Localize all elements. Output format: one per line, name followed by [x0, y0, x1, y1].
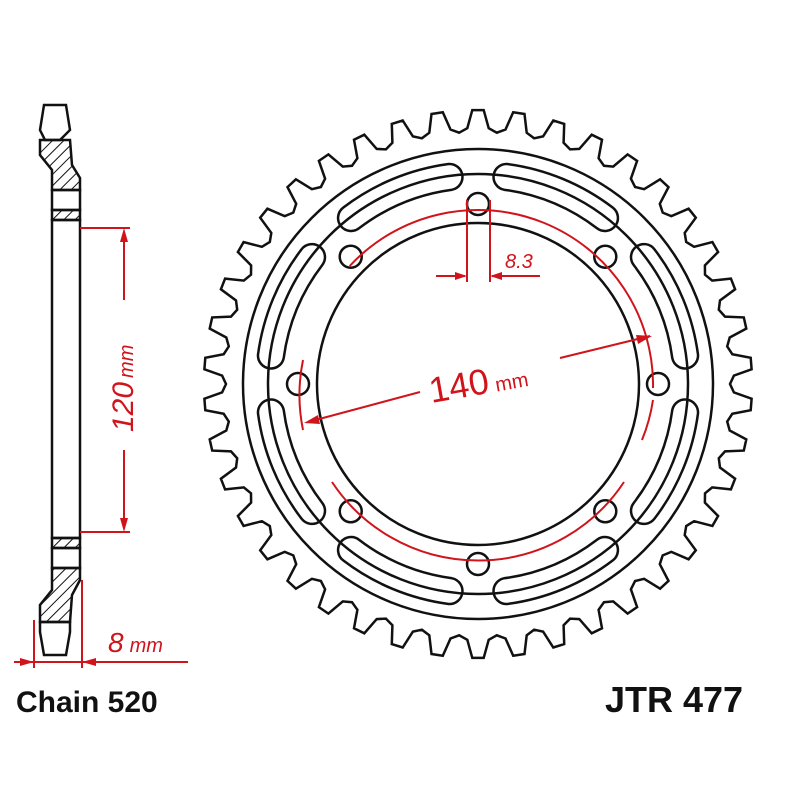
chain-label: Chain 520: [16, 686, 158, 719]
sprocket-teeth: [203, 108, 753, 660]
lightening-slot: [492, 535, 620, 606]
lightening-slot: [629, 242, 700, 370]
bolt-hole: [465, 191, 491, 217]
side-profile: [38, 103, 82, 657]
lightening-slot: [629, 398, 700, 526]
lightening-slot: [256, 398, 327, 526]
thickness-value: 8: [108, 627, 124, 658]
pcd-unit: mm: [494, 369, 531, 396]
hub-ring: [266, 172, 690, 596]
bolt-hole: [285, 371, 311, 397]
thickness-dimension: 8 mm: [14, 580, 188, 668]
bolt-hole: [338, 499, 363, 524]
lightening-slot: [336, 535, 464, 606]
bolt-hole: [338, 244, 363, 269]
pcd-value: 140: [426, 360, 492, 411]
svg-text:140mm: 140mm: [426, 353, 531, 411]
sprocket-front-view: [203, 108, 753, 660]
lightening-slot: [336, 162, 464, 233]
offset-dimension: 120 mm: [80, 227, 140, 533]
center-bore: [315, 221, 641, 547]
part-number: JTR 477: [605, 679, 743, 720]
offset-value: 120: [107, 382, 140, 432]
svg-text:120mm: 120 mm: [107, 345, 140, 432]
bolt-hole: [593, 244, 618, 269]
hole-diameter: 8.3: [505, 251, 533, 273]
hole-diameter-dimension: 8.3: [436, 200, 540, 282]
bolt-hole: [593, 499, 618, 524]
bolt-hole: [465, 551, 491, 577]
pcd-dimension: 140mm: [298, 209, 655, 562]
bolt-hole: [645, 371, 671, 397]
lightening-slot: [492, 162, 620, 233]
body-ring: [241, 147, 715, 621]
thickness-unit: mm: [130, 635, 163, 657]
offset-unit: mm: [116, 345, 138, 378]
lightening-slot: [256, 242, 327, 370]
svg-text:8mm: 8 mm: [108, 627, 163, 658]
